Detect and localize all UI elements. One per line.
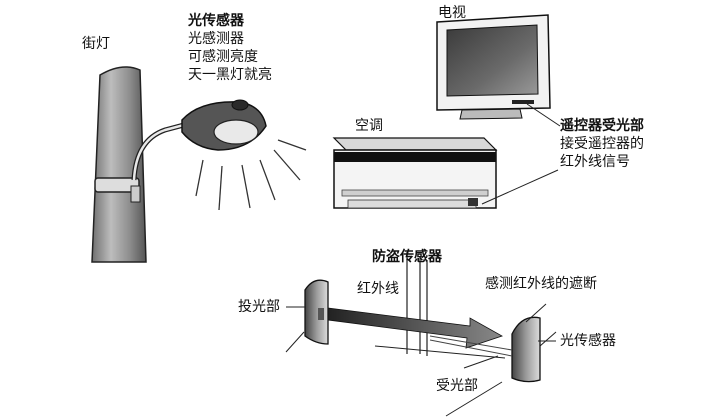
light-sensor-title: 光传感器 (188, 13, 244, 29)
air-conditioner (332, 137, 498, 209)
aircon-label: 空调 (355, 118, 383, 134)
remote-receiver-line-1: 接受遥控器的 (560, 136, 644, 152)
security-pointers (286, 303, 556, 369)
lamp-pole (91, 66, 147, 263)
security-sensor-title: 防盗传感器 (372, 249, 442, 265)
receiver-label: 受光部 (436, 378, 478, 394)
receiver-post (511, 316, 541, 383)
remote-receiver-callout: 遥控器受光部 接受遥控器的 红外线信号 (560, 117, 644, 171)
street-light (91, 66, 307, 263)
light-sensor-callout: 光传感器 光感测器 可感测亮度 天一黑灯就亮 (188, 12, 272, 84)
security-sensor (285, 252, 557, 417)
light-sensor-line-3: 天一黑灯就亮 (188, 67, 272, 83)
street-light-label: 街灯 (82, 36, 110, 52)
photo-sensor-label: 光传感器 (560, 333, 616, 349)
remote-receiver-pointers (481, 103, 561, 205)
remote-receiver-title: 遥控器受光部 (560, 118, 644, 134)
infrared-label: 红外线 (357, 281, 399, 297)
light-rays (195, 139, 307, 211)
emitter-post (304, 279, 329, 345)
pole-clamp (94, 177, 140, 193)
tv-screen (446, 24, 539, 97)
light-sensor-line-1: 光感测器 (188, 31, 244, 47)
emitter-label: 投光部 (238, 299, 280, 315)
tv-label: 电视 (438, 5, 466, 21)
television (436, 14, 551, 120)
beam-block-note: 感测红外线的遮断 (485, 276, 597, 292)
remote-receiver-line-2: 红外线信号 (560, 154, 630, 170)
light-sensor-line-2: 可感测亮度 (188, 49, 258, 65)
infrared-beam (327, 307, 503, 349)
light-sensor (231, 99, 249, 111)
